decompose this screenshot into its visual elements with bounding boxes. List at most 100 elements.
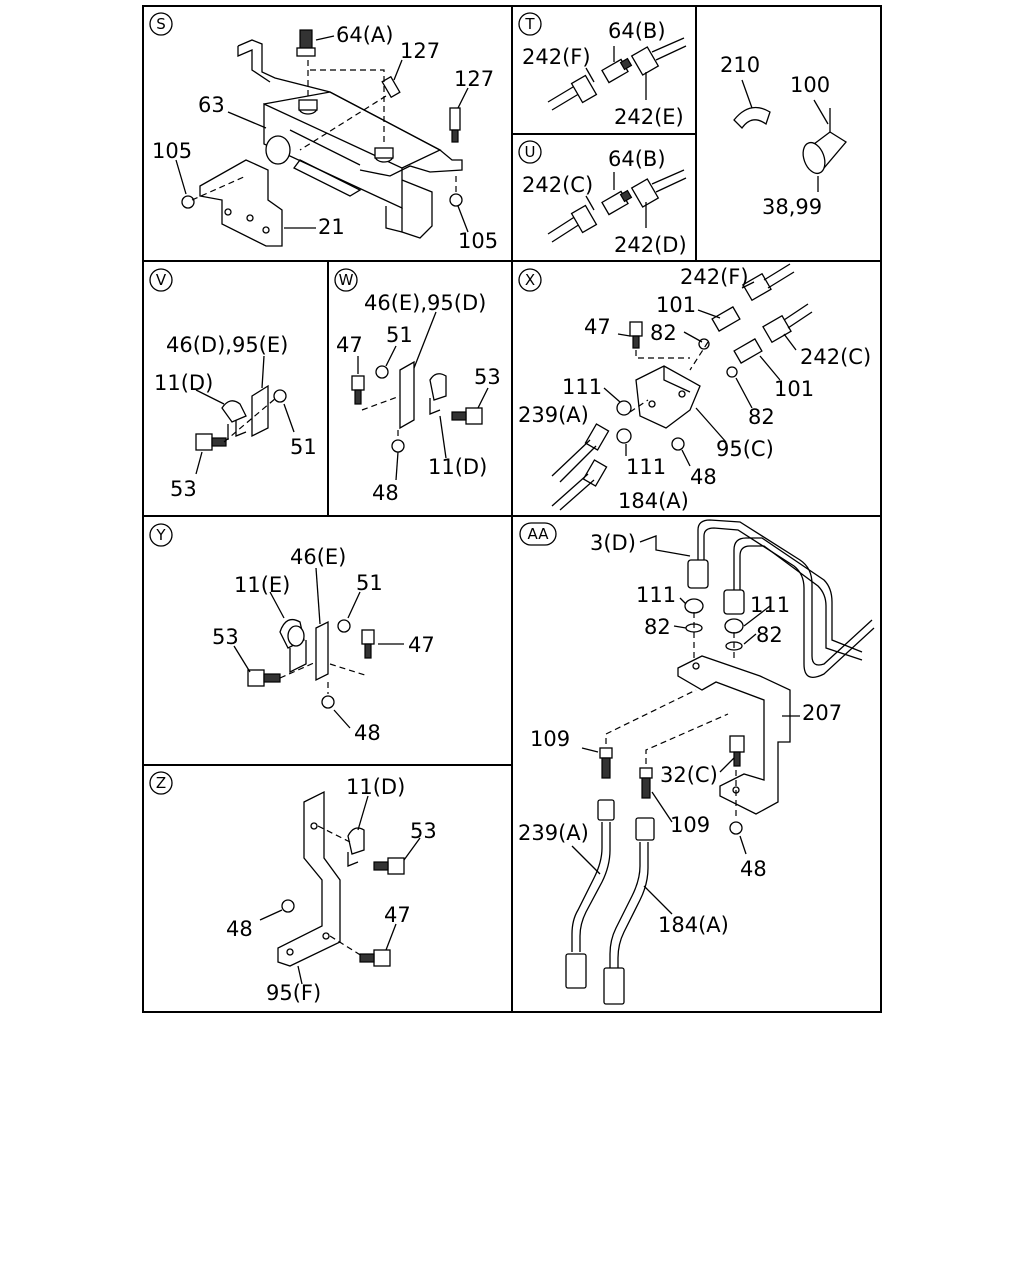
label-21: 21: [318, 215, 345, 239]
panel-u-drawing: [547, 169, 687, 243]
panel-v-drawing: [195, 384, 287, 451]
label-51: 51: [356, 571, 383, 595]
section-marker-w: W: [334, 268, 358, 292]
label-82: 82: [756, 623, 783, 647]
panel-x-drawing: [551, 263, 813, 511]
label-47: 47: [336, 333, 363, 357]
label-64a: 64(A): [336, 23, 393, 47]
panel-clamp-leaders: [741, 79, 829, 192]
svg-text:Z: Z: [156, 774, 166, 792]
label-127: 127: [400, 39, 440, 63]
label-47: 47: [584, 315, 611, 339]
label-48: 48: [372, 481, 399, 505]
panel-z-leaders: [259, 795, 421, 985]
panel-aa-drawing: [565, 519, 875, 1005]
label-53: 53: [474, 365, 501, 389]
svg-text:W: W: [339, 271, 354, 289]
svg-text:AA: AA: [528, 525, 550, 543]
label-11d: 11(D): [154, 371, 213, 395]
label-111: 111: [636, 583, 676, 607]
label-46e-95d: 46(E),95(D): [364, 291, 486, 315]
label-242c: 242(C): [522, 173, 593, 197]
label-210: 210: [720, 53, 760, 77]
label-239a: 239(A): [518, 821, 589, 845]
panel-x-leaders: [603, 281, 797, 467]
label-105: 105: [458, 229, 498, 253]
label-64b: 64(B): [608, 147, 666, 171]
section-marker-u: U: [518, 140, 542, 164]
panel-y-leaders: [233, 567, 404, 729]
label-207: 207: [802, 701, 842, 725]
panel-y-drawing: [247, 618, 375, 709]
label-11d: 11(D): [346, 775, 405, 799]
label-127: 127: [454, 67, 494, 91]
panel-s-drawing: [181, 29, 463, 247]
label-53: 53: [410, 819, 437, 843]
label-48: 48: [226, 917, 253, 941]
label-48: 48: [690, 465, 717, 489]
label-101: 101: [774, 377, 814, 401]
panel-t-leaders: [585, 46, 647, 100]
panel-u-leaders: [585, 172, 647, 228]
label-48: 48: [740, 857, 767, 881]
svg-text:T: T: [524, 15, 535, 33]
svg-text:U: U: [525, 143, 536, 161]
label-82: 82: [650, 321, 677, 345]
label-51: 51: [290, 435, 317, 459]
svg-text:S: S: [156, 15, 166, 33]
label-239a: 239(A): [518, 403, 589, 427]
svg-text:X: X: [525, 271, 535, 289]
label-242d: 242(D): [614, 233, 687, 257]
label-242c: 242(C): [800, 345, 871, 369]
label-47: 47: [384, 903, 411, 927]
label-184a: 184(A): [618, 489, 689, 513]
label-46e: 46(E): [290, 545, 346, 569]
label-184a: 184(A): [658, 913, 729, 937]
label-95f: 95(F): [266, 981, 321, 1005]
label-38-99: 38,99: [762, 195, 822, 219]
panel-v-leaders: [195, 355, 295, 475]
section-marker-v: V: [149, 268, 173, 292]
panel-clamp-drawing: [733, 106, 847, 175]
diagram-frame: [142, 5, 882, 1013]
svg-text:Y: Y: [155, 526, 166, 544]
panel-aa-leaders: [571, 535, 800, 915]
label-95c: 95(C): [716, 437, 774, 461]
section-marker-s: S: [149, 12, 173, 36]
section-marker-t: T: [518, 12, 542, 36]
label-242f: 242(F): [522, 45, 591, 69]
label-32c: 32(C): [660, 763, 718, 787]
svg-text:V: V: [156, 271, 167, 289]
label-53: 53: [212, 625, 239, 649]
panel-w-leaders: [357, 311, 489, 481]
label-105: 105: [152, 139, 192, 163]
label-101: 101: [656, 293, 696, 317]
section-marker-y: Y: [149, 523, 173, 547]
panel-w-drawing: [351, 360, 483, 453]
section-marker-z: Z: [149, 771, 173, 795]
panel-s-leaders: [175, 35, 469, 233]
label-3d: 3(D): [590, 531, 636, 555]
label-11d: 11(D): [428, 455, 487, 479]
label-46d-95e: 46(D),95(E): [166, 333, 288, 357]
label-242f: 242(F): [680, 265, 749, 289]
section-marker-aa: AA: [519, 522, 557, 546]
label-47: 47: [408, 633, 435, 657]
label-63: 63: [198, 93, 225, 117]
label-109: 109: [530, 727, 570, 751]
label-82: 82: [644, 615, 671, 639]
label-100: 100: [790, 73, 830, 97]
section-marker-x: X: [518, 268, 542, 292]
label-111: 111: [626, 455, 666, 479]
label-242e: 242(E): [614, 105, 684, 129]
label-109: 109: [670, 813, 710, 837]
label-111: 111: [562, 375, 602, 399]
panel-z-drawing: [277, 790, 405, 967]
label-51: 51: [386, 323, 413, 347]
label-11e: 11(E): [234, 573, 290, 597]
label-53: 53: [170, 477, 197, 501]
label-111: 111: [750, 593, 790, 617]
label-82: 82: [748, 405, 775, 429]
panel-t-drawing: [547, 37, 687, 111]
